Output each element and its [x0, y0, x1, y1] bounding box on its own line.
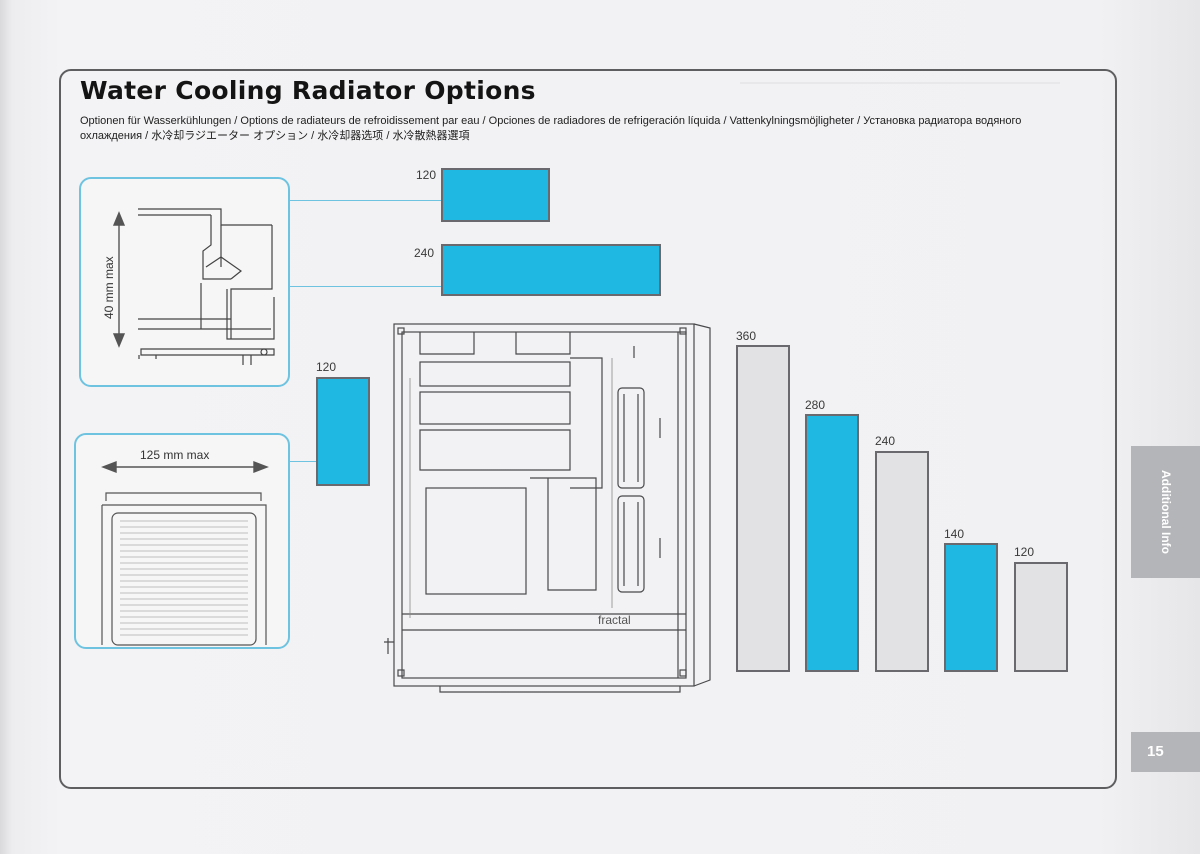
front-radiator-360 — [736, 345, 790, 672]
front-radiator-140 — [944, 543, 998, 672]
front-radiator-140-label: 140 — [944, 527, 965, 541]
case-chassis-drawing: fractal — [380, 318, 725, 703]
section-tab: Additional Info — [1131, 446, 1200, 578]
leader-line-rear-120 — [290, 461, 316, 462]
rear-radiator-120 — [316, 377, 370, 486]
top-clearance-detail: 40 mm max — [79, 177, 290, 387]
top-clearance-label: 40 mm max — [102, 256, 116, 319]
front-clearance-label: 125 mm max — [140, 448, 209, 462]
front-radiator-240 — [875, 451, 929, 672]
rear-radiator-120-label: 120 — [316, 360, 337, 374]
content-frame — [59, 69, 1117, 789]
front-radiator-120 — [1014, 562, 1068, 672]
leader-line-top-120 — [290, 200, 441, 201]
leader-line-top-240 — [290, 286, 441, 287]
front-radiator-240-label: 240 — [875, 434, 896, 448]
front-radiator-280 — [805, 414, 859, 672]
page-title: Water Cooling Radiator Options — [80, 76, 536, 105]
top-clearance-drawing: 40 mm max — [102, 208, 275, 365]
front-radiator-280-label: 280 — [805, 398, 826, 412]
front-clearance-drawing: 125 mm max — [101, 448, 269, 646]
front-clearance-detail: 125 mm max — [74, 433, 290, 649]
front-radiator-120-label: 120 — [1014, 545, 1035, 559]
top-radiator-120 — [441, 168, 550, 222]
page-number: 15 — [1131, 732, 1200, 772]
section-tab-label: Additional Info — [1158, 470, 1173, 554]
top-radiator-240 — [441, 244, 661, 296]
bleed-through-text — [740, 82, 1060, 106]
page-subtitle: Optionen für Wasserkühlungen / Options d… — [80, 115, 1022, 142]
case-brand-logo: fractal — [598, 613, 631, 627]
front-radiator-360-label: 360 — [736, 329, 757, 343]
top-radiator-120-label: 120 — [416, 168, 437, 182]
top-radiator-240-label: 240 — [414, 246, 435, 260]
